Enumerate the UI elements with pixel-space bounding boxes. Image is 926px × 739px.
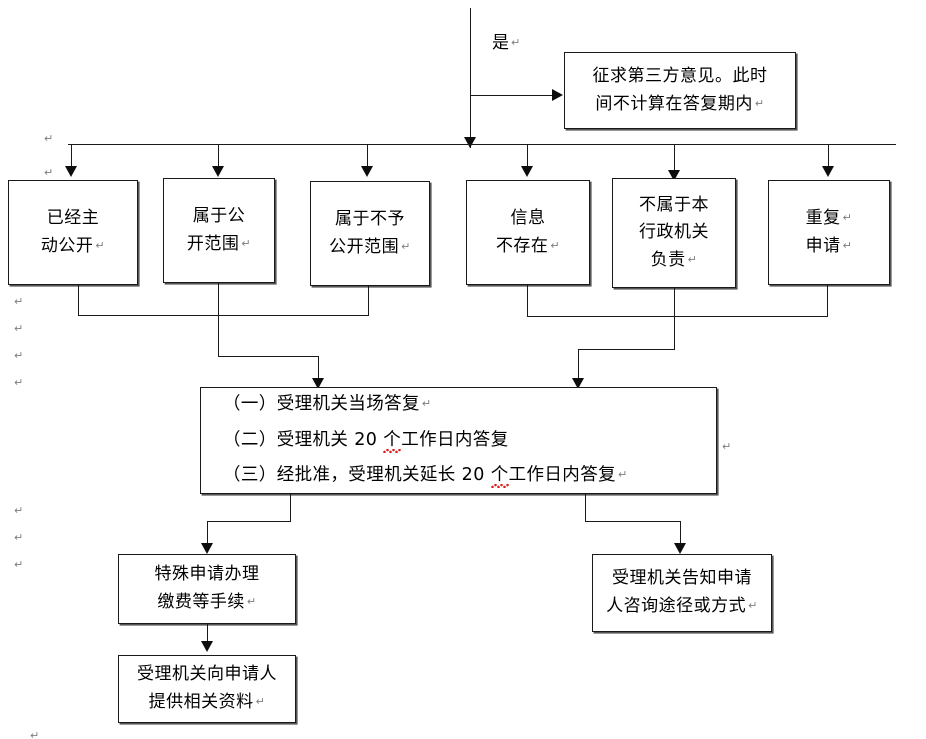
merge-left-stem-1	[78, 285, 80, 316]
output-left-elbow	[207, 521, 291, 523]
merge-right-descend	[578, 349, 580, 383]
margin-pilcrow-2: ↵	[44, 166, 54, 179]
branch-label-yes: 是↵	[492, 33, 521, 53]
margin-pilcrow-7: ↵	[14, 504, 24, 517]
outcome-2-line-2: 开范围↵	[186, 233, 252, 254]
bottom-left2-line-2: 提供相关资料↵	[148, 692, 266, 712]
merge-left-bar	[78, 315, 369, 317]
outcome-box-duplicate-application: 重复↵ 申请↵	[768, 180, 890, 285]
drop-line-4	[527, 144, 529, 168]
margin-pilcrow-6: ↵	[14, 376, 24, 389]
drop-arrow-4	[521, 166, 533, 177]
merge-left-descend	[318, 356, 320, 383]
trunk-arrowhead-down	[464, 137, 476, 148]
bottom-right-line-1: 受理机关告知申请	[612, 568, 752, 589]
outcome-4-line-1: 信息	[510, 207, 546, 228]
outcome-box-non-disclosure-scope: 属于不予 公开范围↵	[310, 181, 430, 286]
drop-line-1	[71, 144, 73, 168]
output-left-arrow	[201, 543, 213, 554]
bottom-right-line-2: 人咨询途径或方式↵	[606, 596, 758, 616]
drop-arrow-1	[65, 166, 77, 177]
third-party-consultation-box: 征求第三方意见。此时 间不计算在答复期内↵	[564, 52, 796, 129]
bottom-left-connector-arrow	[201, 641, 213, 652]
drop-line-3	[367, 144, 369, 168]
merge-right-stem-6	[827, 285, 829, 317]
outcome-box-information-not-exist: 信息 不存在↵	[466, 180, 590, 285]
outcome-box-within-disclosure-scope: 属于公 开范围↵	[163, 178, 275, 283]
margin-pilcrow-5: ↵	[14, 349, 24, 362]
bottom-left-connector	[207, 624, 209, 644]
third-party-line-2: 间不计算在答复期内↵	[595, 93, 765, 114]
reply-item-3: （三）经批准，受理机关延长 20 个工作日内答复↵	[223, 458, 716, 494]
outcome-box-already-disclosed: 已经主 动公开↵	[8, 180, 138, 285]
outcome-3-line-2: 公开范围↵	[329, 236, 411, 257]
margin-pilcrow-1: ↵	[44, 132, 54, 145]
output-right-stem	[585, 494, 587, 522]
outcome-5-line-2: 行政机关	[639, 222, 709, 243]
third-party-line-1: 征求第三方意见。此时	[592, 65, 768, 86]
merge-right-elbow	[578, 349, 675, 351]
bottom-left-line-2: 缴费等手续↵	[157, 592, 257, 612]
distribution-bus-bar	[68, 144, 896, 146]
drop-arrow-2	[212, 166, 224, 177]
output-left-stem	[290, 494, 292, 522]
inform-consultation-channel-box: 受理机关告知申请 人咨询途径或方式↵	[592, 554, 772, 632]
spellcheck-marked-text-2: 个	[490, 465, 509, 490]
spellcheck-marked-text-1: 个	[383, 429, 402, 455]
outcome-6-line-1: 重复↵	[805, 207, 853, 228]
drop-line-5	[674, 144, 676, 172]
reply-methods-box: （一）受理机关当场答复↵ （二）受理机关 20 个工作日内答复 （三）经批准，受…	[200, 387, 717, 494]
bottom-left2-line-1: 受理机关向申请人	[137, 664, 277, 685]
drop-line-2	[218, 144, 220, 168]
output-right-descend	[680, 521, 682, 547]
outcome-6-line-2: 申请↵	[805, 235, 853, 256]
trunk-vertical-line	[470, 8, 472, 148]
margin-pilcrow-4: ↵	[14, 322, 24, 335]
merge-left-elbow	[218, 356, 319, 358]
reply-box-side-pilcrow: ↵	[722, 440, 732, 453]
margin-pilcrow-9: ↵	[14, 558, 24, 571]
outcome-5-line-1: 不属于本	[639, 194, 709, 215]
outcome-box-not-this-agency: 不属于本 行政机关 负责↵	[612, 178, 736, 288]
output-right-arrow	[674, 543, 686, 554]
merge-right-arrow	[572, 378, 584, 389]
merge-left-stem-2	[218, 283, 220, 357]
drop-arrow-6	[822, 166, 834, 177]
outcome-1-line-1: 已经主	[46, 207, 100, 228]
merge-right-bar	[527, 316, 828, 318]
bottom-left-line-1: 特殊申请办理	[154, 564, 260, 585]
outcome-5-line-3: 负责↵	[650, 249, 698, 270]
merge-right-stem-4	[527, 285, 529, 317]
output-left-descend	[207, 521, 209, 547]
outcome-4-line-2: 不存在↵	[495, 235, 561, 256]
drop-arrow-3	[361, 166, 373, 177]
margin-pilcrow-10: ↵	[30, 729, 40, 739]
merge-left-stem-3	[368, 286, 370, 316]
third-party-arrowhead-right	[552, 89, 563, 101]
reply-item-2: （二）受理机关 20 个工作日内答复	[223, 423, 716, 459]
drop-arrow-5	[668, 170, 680, 181]
outcome-1-line-2: 动公开↵	[40, 235, 106, 256]
margin-pilcrow-3: ↵	[14, 295, 24, 308]
third-party-connector-line	[470, 95, 556, 97]
merge-right-stem-5	[674, 288, 676, 350]
output-right-elbow	[585, 521, 681, 523]
provide-materials-box: 受理机关向申请人 提供相关资料↵	[118, 655, 296, 723]
merge-left-arrow	[312, 378, 324, 389]
special-application-fee-box: 特殊申请办理 缴费等手续↵	[118, 554, 296, 624]
outcome-2-line-1: 属于公	[192, 205, 246, 226]
drop-line-6	[828, 144, 830, 168]
outcome-3-line-1: 属于不予	[335, 208, 405, 229]
margin-pilcrow-8: ↵	[14, 531, 24, 544]
reply-item-1: （一）受理机关当场答复↵	[223, 393, 432, 414]
